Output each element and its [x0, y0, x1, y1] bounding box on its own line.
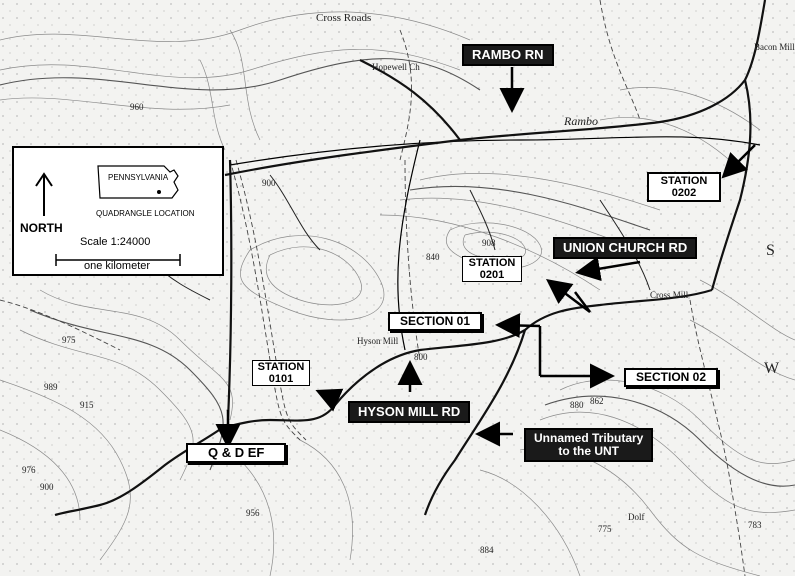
place-rambo: Rambo: [564, 114, 598, 128]
elevation-label: 989: [44, 382, 58, 392]
station-0101-title: STATION: [257, 361, 305, 373]
legend-state: PENNSYLVANIA: [108, 173, 169, 182]
elevation-label: 840: [426, 252, 440, 262]
elevation-label: 862: [590, 396, 604, 406]
elevation-label: 908: [482, 238, 496, 248]
quadrangle-location-dot: [157, 190, 161, 194]
label-unnamed-tributary: Unnamed Tributary to the UNT: [524, 428, 654, 463]
label-rambo-rn: RAMBO RN: [462, 44, 554, 67]
contour-lines: [0, 11, 795, 576]
place-w: W: [764, 360, 780, 377]
label-station-0101: STATION 0101: [252, 360, 310, 387]
elevation-label: 900: [40, 482, 54, 492]
scale-bar: [55, 254, 181, 266]
place-hyson-mill: Hyson Mill: [357, 336, 399, 346]
elevation-label: 960: [130, 102, 144, 112]
place-cross-roads: Cross Roads: [316, 12, 372, 24]
pointer-arrow-shafts: [538, 291, 591, 376]
place-dolf: Dolf: [628, 512, 645, 522]
pointer-arrows: [215, 67, 756, 449]
station-0201-title: STATION: [468, 257, 516, 269]
elevation-label: 800: [414, 352, 428, 362]
place-s: S: [766, 242, 775, 259]
legend-scale: Scale 1:24000: [80, 236, 151, 248]
elevation-label: 884: [480, 545, 494, 555]
place-cross-mill: Cross Mill: [650, 290, 689, 300]
label-section-01: SECTION 01: [388, 312, 483, 332]
station-0202-title: STATION: [660, 175, 708, 187]
map-legend: PENNSYLVANIA QUADRANGLE LOCATION NORTH S…: [12, 146, 224, 276]
place-bacon-mill: Bacon Mill: [754, 42, 795, 52]
label-qdef: Q & D EF: [186, 443, 287, 464]
elevation-label: 900: [262, 178, 276, 188]
pennsylvania-outline: [97, 165, 179, 199]
label-station-0201: STATION 0201: [462, 256, 522, 283]
elevation-label: 915: [80, 400, 94, 410]
elevation-label: 956: [246, 508, 260, 518]
elevation-label: 775: [598, 524, 612, 534]
tributary-line-2: to the UNT: [558, 444, 619, 459]
label-hyson-mill-rd: HYSON MILL RD: [348, 401, 471, 424]
elevation-label: 976: [22, 465, 36, 475]
elevation-label: 975: [62, 335, 76, 345]
label-section-02: SECTION 02: [624, 368, 719, 388]
station-0201-number: 0201: [479, 269, 505, 282]
place-hopewell-ch: Hopewell Ch: [372, 62, 420, 72]
legend-kilometer: one kilometer: [84, 260, 151, 272]
legend-north: NORTH: [20, 221, 63, 235]
north-arrow: [35, 172, 53, 216]
elevation-label: 783: [748, 520, 762, 530]
elevation-label: 880: [570, 400, 584, 410]
station-0202-number: 0202: [671, 187, 697, 200]
label-station-0202: STATION 0202: [647, 172, 721, 203]
legend-graphics: [35, 165, 181, 266]
label-union-church-rd: UNION CHURCH RD: [553, 237, 698, 260]
legend-quadrangle: QUADRANGLE LOCATION: [96, 209, 195, 218]
station-0101-number: 0101: [268, 373, 294, 386]
tributary-line-1: Unnamed Tributary: [534, 431, 644, 445]
